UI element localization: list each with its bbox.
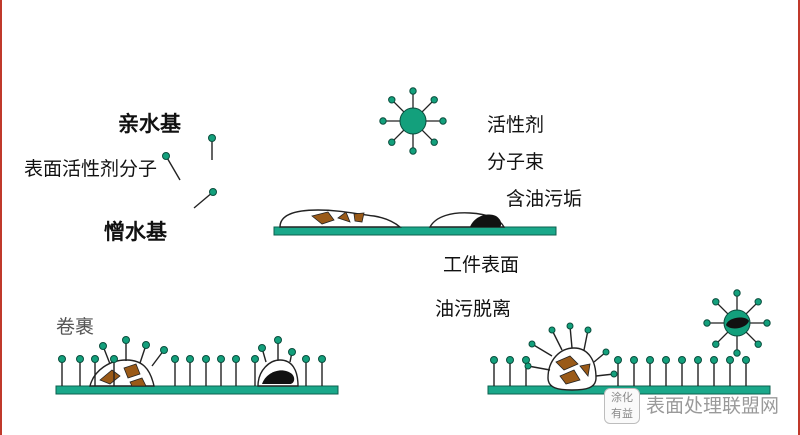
hydrophilic-head [584, 326, 592, 334]
hydrophilic-head [566, 322, 574, 330]
label-oily-dirt: 含油污垢 [506, 188, 583, 210]
hydrophilic-head [209, 188, 217, 196]
hydrophilic-head [232, 355, 240, 363]
label-micelle-line2: 分子束 [487, 151, 545, 173]
dirt-fragment [579, 363, 591, 377]
label-work-surface: 工件表面 [443, 254, 520, 276]
micelle-head [703, 319, 711, 327]
label-micelle-line1: 活性剂 [487, 114, 545, 136]
hydrophilic-head [726, 356, 734, 364]
dirt-fragment [99, 369, 121, 385]
label-rolling-up: 卷裹 [56, 316, 95, 338]
label-hydrophobic-group: 憎水基 [104, 220, 167, 244]
micelle-head [379, 117, 387, 125]
hydrophilic-head [99, 342, 107, 350]
hydrophobic-tail [193, 191, 214, 209]
oil-droplet [470, 214, 502, 227]
hydrophilic-head [302, 355, 310, 363]
hydrophilic-head [610, 370, 618, 378]
hydrophobic-tail [569, 325, 573, 349]
watermark-badge-line2: 有益 [611, 407, 633, 420]
label-surfactant-molecule: 表面活性剂分子 [24, 158, 158, 180]
hydrophilic-head [678, 356, 686, 364]
dirt-fragment [337, 211, 351, 223]
hydrophilic-head [506, 356, 514, 364]
work-surface-bar [273, 226, 557, 236]
hydrophilic-head [602, 348, 610, 356]
hydrophilic-head [646, 356, 654, 364]
hydrophilic-head [318, 355, 326, 363]
surfactant-micelle [379, 87, 447, 155]
hydrophilic-head [122, 336, 130, 344]
hydrophilic-head [76, 355, 84, 363]
hydrophilic-head [614, 356, 622, 364]
hydrophilic-head [110, 355, 118, 363]
hydrophilic-head [662, 356, 670, 364]
work-surface-bar [55, 385, 339, 395]
hydrophilic-head [742, 356, 750, 364]
watermark-text: 表面处理联盟网 [646, 395, 780, 417]
micelle-head [409, 87, 417, 95]
micelle-head [409, 147, 417, 155]
micelle-head [388, 96, 396, 104]
hydrophobic-tail [165, 155, 181, 181]
hydrophilic-head [522, 356, 530, 364]
dirt-fragment [123, 363, 141, 379]
hydrophilic-head [171, 355, 179, 363]
dirt-fragment [555, 355, 579, 371]
micelle-head [733, 349, 741, 357]
hydrophobic-tail [531, 343, 553, 357]
hydrophilic-head [162, 152, 170, 160]
hydrophilic-head [217, 355, 225, 363]
micelle-head [430, 96, 438, 104]
label-hydrophilic-group: 亲水基 [118, 112, 181, 136]
hydrophilic-head [548, 326, 556, 334]
hydrophobic-tail [551, 329, 563, 351]
hydrophilic-head [274, 336, 282, 344]
micelle-head [763, 319, 771, 327]
hydrophilic-head [251, 355, 259, 363]
oil-droplet-in-micelle [726, 317, 749, 329]
hydrophilic-head [288, 348, 296, 356]
label-oil-detach: 油污脱离 [435, 298, 512, 320]
dirt-fragment [353, 212, 365, 223]
micelle-head [733, 289, 741, 297]
oil-droplet [262, 370, 295, 384]
hydrophilic-head [258, 344, 266, 352]
hydrophilic-head [630, 356, 638, 364]
hydrophilic-head [208, 134, 216, 142]
hydrophilic-head [528, 340, 536, 348]
micelle-head [754, 340, 762, 348]
hydrophilic-head [58, 355, 66, 363]
hydrophilic-head [186, 355, 194, 363]
micelle-head [388, 138, 396, 146]
micelle-head [430, 138, 438, 146]
watermark-badge: 涂化 有益 [604, 388, 640, 424]
hydrophilic-head [524, 362, 532, 370]
hydrophobic-tail [527, 365, 551, 371]
hydrophilic-head [694, 356, 702, 364]
hydrophilic-head [91, 355, 99, 363]
dirt-fragment [311, 211, 335, 225]
hydrophilic-head [202, 355, 210, 363]
dirt-fragment [129, 377, 147, 387]
micelle-with-oil [703, 289, 771, 357]
micelle-core [399, 107, 427, 135]
watermark-badge-line1: 涂化 [611, 391, 633, 404]
dirt-fragment [559, 369, 581, 385]
micelle-head [754, 298, 762, 306]
hydrophilic-head [160, 346, 168, 354]
hydrophilic-head [142, 341, 150, 349]
micelle-head [712, 340, 720, 348]
hydrophilic-head [490, 356, 498, 364]
micelle-head [439, 117, 447, 125]
hydrophilic-head [710, 356, 718, 364]
micelle-head [712, 298, 720, 306]
dirt-particle-outline [547, 347, 597, 391]
